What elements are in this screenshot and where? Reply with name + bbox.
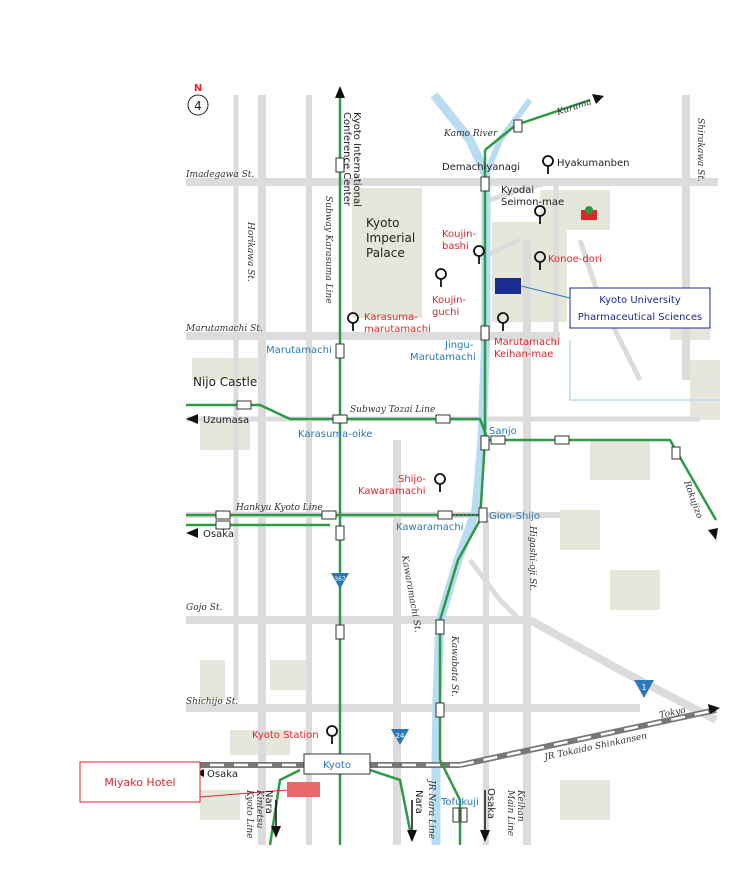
label-koujinbashi-1: Koujin- — [442, 229, 476, 240]
label-karasuma-oike: Karasuma-oike — [298, 429, 372, 440]
route-367-icon: 367 — [331, 573, 349, 589]
hotel-callout: Miyako Hotel — [79, 761, 201, 803]
label-uzumasa: Uzumasa — [203, 415, 249, 426]
label-nara-jr: Nara — [413, 790, 424, 814]
pharmaceutical-sciences-marker — [495, 278, 521, 294]
label-imperial-3: Palace — [366, 246, 405, 260]
label-shirakawa: Shirakawa St. — [695, 118, 705, 182]
label-university-2: Pharmaceutical Sciences — [578, 312, 703, 323]
arrow-north-icon — [335, 86, 345, 98]
label-marutamachi: Marutamachi — [266, 345, 332, 356]
station-markers — [215, 119, 681, 823]
direction-arrows — [186, 86, 720, 842]
pin-shijo-kawa-icon — [434, 473, 446, 492]
label-demachiyanagi: Demachiyanagi — [442, 162, 520, 173]
label-jingu-1: Jingu- — [444, 340, 474, 351]
label-koujinguchi-2: guchi — [432, 307, 459, 318]
route-24-icon: 24 — [391, 729, 409, 745]
label-kintetsu-2: Kyoto Line — [244, 789, 254, 839]
pin-koujinbashi-icon — [473, 245, 485, 264]
arrow-uzumasa-icon — [186, 414, 198, 424]
label-shijo-kawa-2: Kawaramachi — [358, 486, 426, 497]
label-higashioji: Higashi-oji St. — [527, 525, 537, 591]
label-hankyu-line: Hankyu Kyoto Line — [235, 503, 323, 513]
label-university-1: Kyoto University — [599, 295, 681, 306]
label-keihan-1: Keihan — [515, 789, 525, 822]
label-miyako-hotel: Miyako Hotel — [104, 776, 175, 789]
arrow-osaka-keihan-icon — [480, 830, 490, 842]
svg-text:367: 367 — [334, 576, 346, 583]
compass-north-label: N — [194, 83, 202, 94]
label-kyoto-station: Kyoto Station — [252, 730, 319, 741]
label-tofukuji: Tofukuji — [440, 797, 479, 808]
label-karasuma-maru-2: marutamachi — [364, 324, 431, 335]
label-kintetsu-1: Kintetsu — [254, 789, 264, 829]
label-karasuma-line: Subway Karasuma Line — [323, 196, 333, 304]
pin-karasuma-maru-icon — [347, 312, 359, 331]
arrow-tokyo-icon — [708, 704, 720, 714]
arrow-rokujizo-icon — [708, 528, 718, 540]
label-koujinbashi-2: bashi — [442, 241, 469, 252]
label-kurama: Kurama — [555, 97, 593, 118]
kamo-river — [430, 92, 720, 845]
label-imperial-1: Kyoto — [366, 216, 400, 230]
svg-text:24: 24 — [396, 732, 405, 740]
label-kyodai-2: Seimon-mae — [501, 197, 564, 208]
arrow-nara-kintetsu-icon — [271, 826, 281, 838]
university-callout: Kyoto University Pharmaceutical Sciences — [569, 287, 711, 329]
label-kyodai-1: Kyodai — [501, 185, 534, 196]
university-leader-line — [520, 285, 571, 299]
label-nara-kintetsu: Nara — [263, 790, 274, 814]
label-konoe: Konoe-dori — [548, 254, 602, 265]
label-osaka-keihan: Osaka — [485, 788, 496, 819]
hotel-leader-line — [199, 789, 288, 798]
label-conference-2: Conference Center — [341, 112, 352, 207]
label-gojo: Gojo St. — [186, 603, 222, 613]
label-osaka-jr: Osaka — [207, 769, 238, 780]
label-jingu-2: Marutamachi — [410, 352, 476, 363]
label-shijo-kawa-1: Shijo- — [398, 474, 427, 485]
label-horikawa: Horikawa St. — [245, 221, 255, 282]
label-kamo-river: Kamo River — [443, 129, 498, 139]
university-gate-icon — [581, 206, 597, 220]
pin-konoe-icon — [534, 251, 546, 270]
label-jr-nara-line: JR Nara Line — [426, 778, 436, 839]
pin-hyakumanben-icon — [542, 155, 554, 174]
label-nijo-castle: Nijo Castle — [193, 375, 257, 389]
station-pins — [326, 155, 554, 744]
label-kyoto: Kyoto — [323, 760, 351, 771]
label-imadegawa: Imadegawa St. — [185, 170, 254, 180]
label-marutamachi-st: Marutamachi St. — [185, 324, 263, 334]
arrow-kurama-icon — [592, 94, 604, 104]
arrow-osaka-hankyu-icon — [186, 528, 198, 538]
label-kawabata: Kawabata St. — [449, 635, 459, 697]
pin-kyodai-icon — [534, 205, 546, 224]
kyoto-station-box: Kyoto — [303, 753, 371, 775]
pin-koujinguchi-icon — [435, 268, 447, 287]
miyako-hotel-marker — [287, 782, 320, 797]
label-rokujizo: Rokujizo — [681, 479, 704, 521]
label-imperial-2: Imperial — [366, 231, 415, 245]
label-keihanmae-1: Marutamachi — [494, 337, 560, 348]
route-1-icon: 1 — [634, 680, 654, 698]
svg-text:1: 1 — [641, 683, 646, 692]
label-sanjo: Sanjo — [489, 426, 517, 437]
label-osaka-hankyu: Osaka — [203, 529, 234, 540]
label-keihanmae-2: Keihan-mae — [494, 349, 553, 360]
label-karasuma-maru-1: Karasuma- — [364, 312, 418, 323]
label-keihan-2: Main Line — [505, 789, 515, 836]
svg-text:4: 4 — [194, 99, 202, 113]
label-conference-1: Kyoto International — [351, 112, 362, 207]
label-hyakumanben: Hyakumanben — [557, 158, 629, 169]
pin-kyoto-station-icon — [326, 725, 338, 744]
arrow-nara-jr-icon — [407, 830, 417, 842]
label-tozai-line: Subway Tozai Line — [350, 405, 435, 415]
label-shichijo: Shichijo St. — [186, 697, 238, 707]
compass-icon: 4 N — [187, 83, 209, 116]
pin-keihanmae-icon — [497, 312, 509, 331]
label-kawaramachi: Kawaramachi — [396, 522, 464, 533]
label-koujinguchi-1: Koujin- — [432, 295, 466, 306]
label-gion-shijo: Gion-Shijo — [489, 511, 540, 522]
